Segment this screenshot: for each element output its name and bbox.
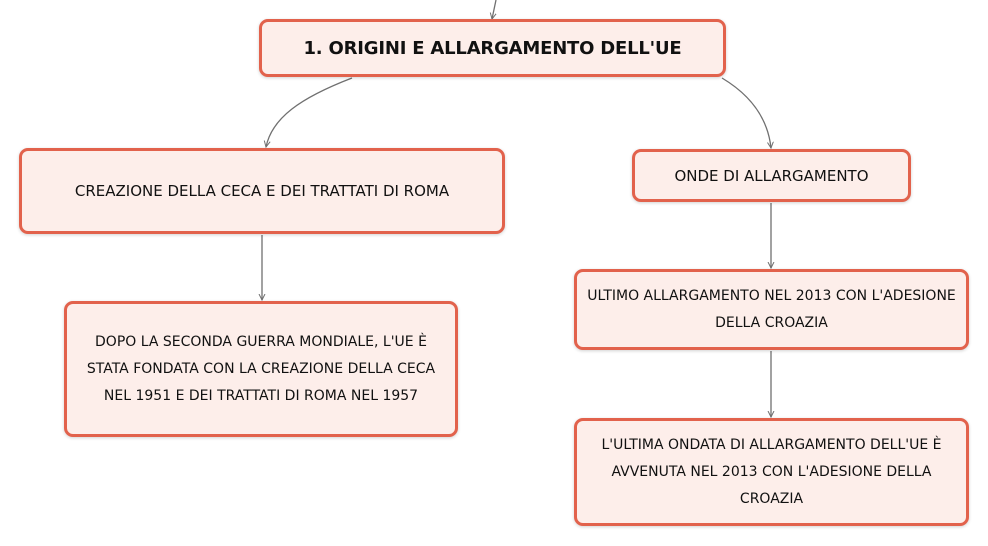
node-ceca-label: CREAZIONE DELLA CECA E DEI TRATTATI DI R…	[74, 182, 450, 200]
node-last-wave[interactable]: L'ULTIMA ONDATA DI ALLARGAMENTO DELL'UE …	[574, 418, 969, 526]
connector-root-to-onde	[721, 77, 771, 148]
node-ceca-creation[interactable]: CREAZIONE DELLA CECA E DEI TRATTATI DI R…	[19, 148, 505, 234]
node-root-label: 1. ORIGINI E ALLARGAMENTO DELL'UE	[303, 37, 682, 59]
node-enlargement-waves[interactable]: ONDE DI ALLARGAMENTO	[632, 149, 911, 202]
node-ceca-description-label: DOPO LA SECONDA GUERRA MONDIALE, L'UE È …	[86, 333, 436, 404]
node-root-title[interactable]: 1. ORIGINI E ALLARGAMENTO DELL'UE	[259, 19, 726, 77]
node-last-enlargement-label: ULTIMO ALLARGAMENTO NEL 2013 CON L'ADESI…	[587, 287, 956, 331]
connector-incoming-root	[492, 0, 497, 19]
node-ceca-description[interactable]: DOPO LA SECONDA GUERRA MONDIALE, L'UE È …	[64, 301, 458, 437]
connector-root-to-ceca	[266, 77, 353, 147]
node-last-enlargement[interactable]: ULTIMO ALLARGAMENTO NEL 2013 CON L'ADESI…	[574, 269, 969, 350]
node-last-wave-label: L'ULTIMA ONDATA DI ALLARGAMENTO DELL'UE …	[601, 436, 942, 507]
node-onde-label: ONDE DI ALLARGAMENTO	[674, 166, 869, 185]
